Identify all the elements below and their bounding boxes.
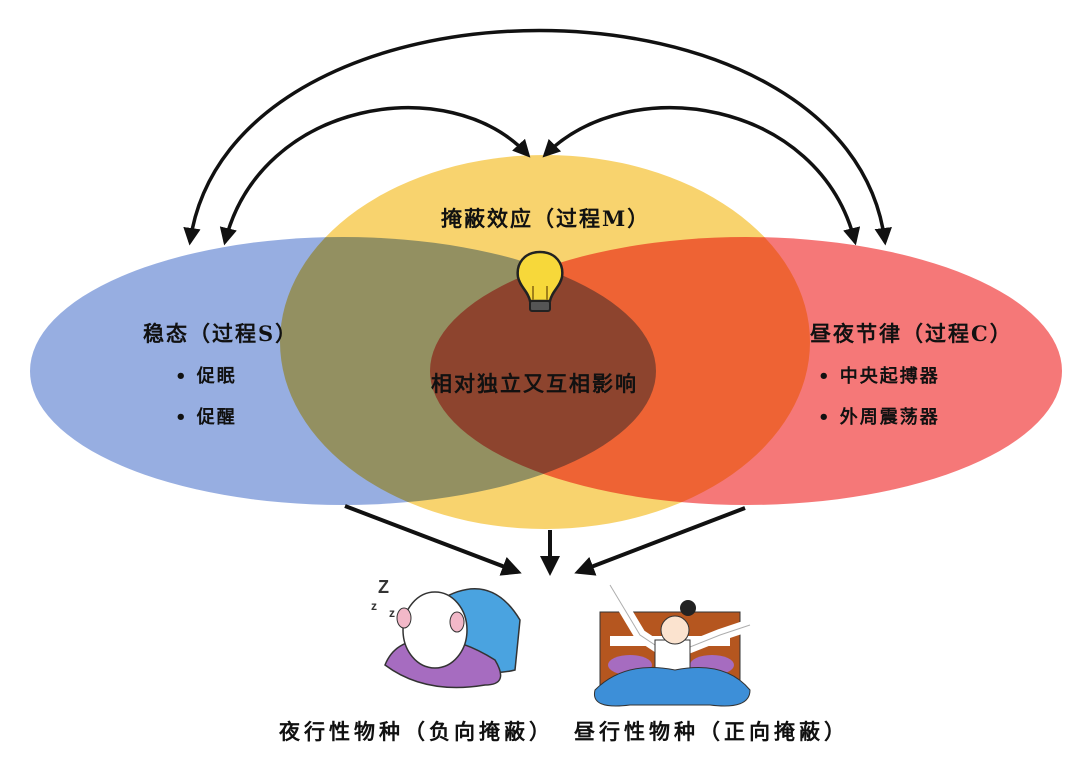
process-c-title: 昼夜节律（过程C） xyxy=(810,321,1013,346)
inner-right-arc-arrow xyxy=(542,105,861,246)
zzz-text: Z xyxy=(378,577,389,597)
arrow-s-to-output xyxy=(344,504,522,576)
center-text: 相对独立又互相影响 xyxy=(431,371,638,396)
svg-text:z: z xyxy=(389,606,395,620)
outer-arc-arrow xyxy=(183,28,892,246)
arrow-c-to-output xyxy=(574,506,746,576)
sleeping-rat-icon: Z z z xyxy=(371,577,521,689)
process-c-ellipse xyxy=(430,237,1062,505)
process-s-item: • 促眠 xyxy=(175,366,237,387)
svg-text:z: z xyxy=(371,599,377,613)
process-c-item: • 外周震荡器 xyxy=(818,407,940,428)
process-s-item: • 促醒 xyxy=(175,407,237,428)
diurnal-caption: 昼行性物种（正向掩蔽） xyxy=(574,719,849,744)
inner-left-arc-arrow xyxy=(219,105,531,246)
process-s-title: 稳态（过程S） xyxy=(143,321,299,346)
process-m-title: 掩蔽效应（过程M） xyxy=(441,206,651,231)
lightbulb-icon xyxy=(516,250,564,312)
nocturnal-caption: 夜行性物种（负向掩蔽） xyxy=(279,719,554,744)
process-c-item: • 中央起搏器 xyxy=(818,366,940,387)
waking-person-icon xyxy=(593,581,752,707)
